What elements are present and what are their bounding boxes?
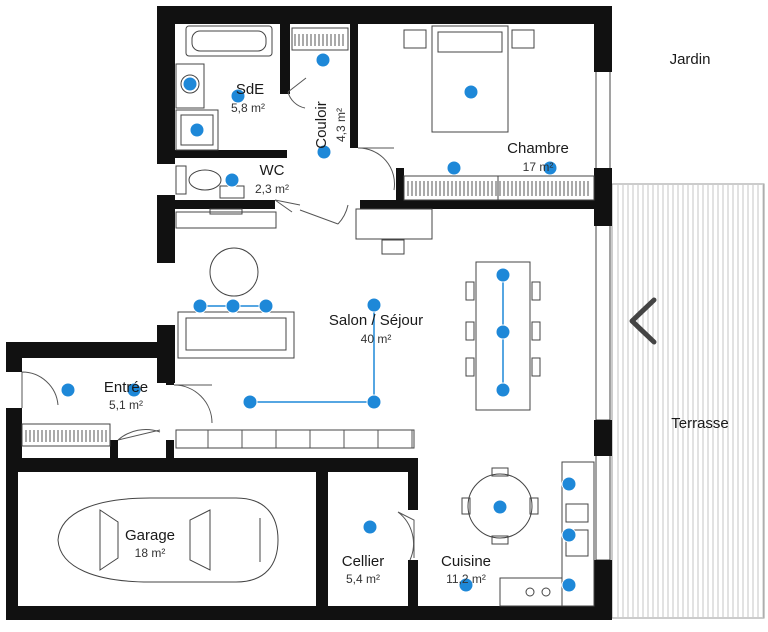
- terrace-deck: [611, 183, 765, 619]
- closet-chambre: [403, 175, 595, 201]
- room-sde-area: 5,8 m²: [231, 101, 265, 115]
- round-coffee-table: [209, 247, 259, 297]
- electrical-point: [495, 382, 511, 398]
- dining-table: [465, 261, 541, 411]
- kitchen-table: [461, 467, 539, 545]
- electrical-point: [315, 52, 331, 68]
- shower: [175, 109, 219, 151]
- room-chambre-name: Chambre: [507, 140, 569, 157]
- sofa: [177, 311, 295, 359]
- chevron-left-icon[interactable]: [612, 290, 672, 352]
- closet-entree: [21, 423, 111, 447]
- room-garage-name: Garage: [125, 527, 175, 544]
- room-entree-name: Entrée: [104, 379, 148, 396]
- room-cuisine-area: 11,2 m²: [446, 572, 486, 586]
- electrical-point: [495, 324, 511, 340]
- electrical-point: [366, 394, 382, 410]
- electrical-point: [182, 76, 198, 92]
- electrical-point: [542, 160, 558, 176]
- room-cellier-name: Cellier: [342, 553, 385, 570]
- car: [57, 497, 279, 583]
- room-salon-name: Salon / Séjour: [329, 312, 423, 329]
- window-east: [595, 69, 611, 561]
- electrical-point: [189, 122, 205, 138]
- electrical-point: [561, 527, 577, 543]
- electrical-point: [366, 297, 382, 313]
- washbasin: [175, 63, 205, 109]
- electrical-point: [242, 394, 258, 410]
- kitchen-worktop: [499, 461, 595, 607]
- room-cellier-area: 5,4 m²: [346, 572, 380, 586]
- electrical-point: [224, 172, 240, 188]
- electrical-point: [446, 160, 462, 176]
- walls: [6, 6, 612, 620]
- wc-basin: [219, 185, 245, 199]
- room-chambre-area: 17 m²: [523, 160, 554, 174]
- toilet-sde: [175, 165, 222, 195]
- bathtub: [185, 25, 273, 57]
- electrical-point: [561, 476, 577, 492]
- room-salon-area: 40 m²: [361, 332, 392, 346]
- electrical-point: [192, 298, 208, 314]
- electrical-point: [458, 577, 474, 593]
- electrical-network: [60, 52, 577, 593]
- room-sde-name: SdE: [236, 81, 264, 98]
- electrical-point: [495, 267, 511, 283]
- label-terrasse: Terrasse: [671, 415, 729, 432]
- electrical-point: [463, 84, 479, 100]
- closet-couloir: [291, 27, 349, 51]
- room-cuisine-name: Cuisine: [441, 553, 491, 570]
- room-couloir-area: 4,3 m²: [334, 108, 348, 142]
- electrical-point: [362, 519, 378, 535]
- label-jardin: Jardin: [670, 51, 711, 68]
- room-wc-area: 2,3 m²: [255, 182, 289, 196]
- electrical-point: [126, 382, 142, 398]
- electrical-point: [492, 499, 508, 515]
- electrical-point: [258, 298, 274, 314]
- electrical-point: [316, 144, 332, 160]
- room-wc-name: WC: [260, 162, 285, 179]
- doors: [21, 77, 415, 561]
- desk: [355, 208, 433, 255]
- electrical-point: [561, 577, 577, 593]
- room-entree-area: 5,1 m²: [109, 398, 143, 412]
- tv-unit: [175, 208, 277, 229]
- bed: [403, 25, 535, 133]
- electrical-point: [230, 88, 246, 104]
- room-labels: SdE 5,8 m² Couloir 4,3 m² Chambre 17 m² …: [104, 81, 569, 586]
- electrical-point: [60, 382, 76, 398]
- room-garage-area: 18 m²: [135, 546, 166, 560]
- kitchen-counter: [175, 429, 415, 449]
- room-couloir-name: Couloir: [313, 101, 330, 149]
- electrical-point: [225, 298, 241, 314]
